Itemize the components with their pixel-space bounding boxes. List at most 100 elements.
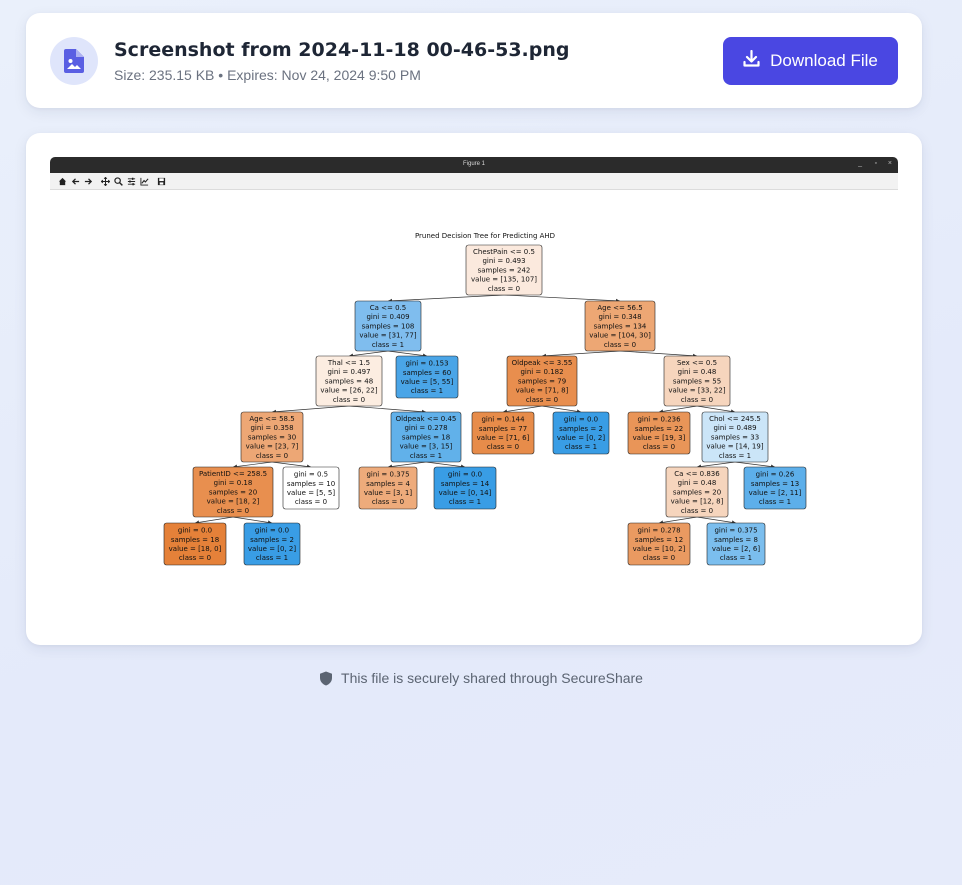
tree-node-line: class = 0 [681, 396, 713, 404]
tree-node-line: class = 0 [488, 285, 520, 293]
tree-node-line: gini = 0.497 [327, 368, 370, 376]
tree-node-line: gini = 0.0 [448, 471, 482, 479]
figure-window: Figure 1 _ ▫ × Pruned Decision Tree for … [50, 157, 898, 597]
tree-node-line: value = [71, 8] [516, 387, 569, 395]
tree-node-line: samples = 13 [751, 480, 799, 488]
tree-node-box [240, 411, 304, 463]
tree-edge [232, 516, 273, 524]
tree-node-box [315, 355, 383, 407]
tree-node-line: class = 0 [681, 507, 713, 515]
tree-edge [696, 516, 737, 524]
tree-node-line: ChestPain <= 0.5 [473, 248, 535, 256]
figure-titlebar: Figure 1 _ ▫ × [50, 157, 898, 173]
shield-icon [320, 671, 333, 685]
tree-node-line: class = 0 [643, 443, 675, 451]
tree-node-line: gini = 0.48 [678, 368, 717, 376]
tree-node-box [282, 466, 340, 510]
tree-node-line: gini = 0.0 [178, 527, 212, 535]
close-icon[interactable]: × [887, 160, 892, 167]
tree-node-box [465, 244, 543, 296]
tree-edge [425, 461, 466, 468]
tree-node-box [433, 466, 497, 510]
tree-node-line: class = 1 [256, 554, 288, 562]
figure-toolbar [50, 173, 898, 190]
tree-node-box [163, 522, 227, 566]
tree-node-line: samples = 77 [479, 425, 527, 433]
tree-node-line: samples = 242 [478, 266, 531, 274]
tree-node-line: samples = 22 [635, 425, 683, 433]
configure-subplots-icon[interactable] [127, 177, 136, 186]
pan-icon[interactable] [101, 176, 110, 186]
tree-node-line: class = 0 [487, 443, 519, 451]
tree-node-line: Oldpeak <= 0.45 [396, 415, 457, 423]
tree-node-line: class = 0 [217, 507, 249, 515]
tree-node-line: samples = 30 [248, 433, 296, 441]
tree-edge [502, 405, 543, 413]
download-button[interactable]: Download File [723, 37, 898, 85]
tree-node-line: class = 1 [410, 452, 442, 460]
tree-node-line: class = 1 [372, 341, 404, 349]
tree-edge [387, 294, 505, 302]
minimize-icon[interactable]: _ [858, 160, 862, 167]
tree-node-line: value = [71, 6] [477, 434, 530, 442]
tree-node-line: class = 1 [449, 498, 481, 506]
tree-node-line: gini = 0.153 [405, 360, 448, 368]
tree-node-line: value = [31, 77] [359, 332, 416, 340]
tree-edge [348, 405, 427, 413]
image-file-icon [50, 37, 98, 85]
tree-node-line: class = 0 [526, 396, 558, 404]
tree-node-line: gini = 0.0 [564, 416, 598, 424]
tree-edge [696, 461, 736, 468]
tree-node-line: value = [19, 3] [633, 434, 686, 442]
tree-node-box [706, 522, 766, 566]
download-icon [743, 49, 760, 72]
tree-node-line: value = [18, 2] [207, 498, 260, 506]
tree-node-line: class = 0 [256, 452, 288, 460]
tree-node-line: value = [3, 15] [400, 443, 453, 451]
tree-node-box [395, 355, 459, 399]
tree-node-line: Chol <= 245.5 [709, 415, 761, 423]
maximize-icon[interactable]: ▫ [874, 160, 877, 167]
tree-node-line: samples = 8 [714, 536, 758, 544]
tree-node-line: value = [14, 19] [706, 443, 763, 451]
forward-arrow-icon[interactable] [84, 177, 93, 186]
tree-node-line: samples = 60 [403, 369, 451, 377]
edit-axis-icon[interactable] [140, 177, 149, 186]
tree-node-line: Ca <= 0.836 [674, 470, 720, 478]
download-button-label: Download File [770, 51, 878, 70]
back-arrow-icon[interactable] [71, 177, 80, 186]
tree-node-line: value = [12, 8] [671, 498, 724, 506]
save-icon[interactable] [157, 177, 166, 186]
tree-node-line: class = 0 [179, 554, 211, 562]
tree-node-line: class = 0 [604, 341, 636, 349]
tree-node-line: value = [23, 7] [246, 443, 299, 451]
home-icon[interactable] [58, 177, 67, 186]
tree-node-line: value = [135, 107] [471, 276, 537, 284]
tree-node-line: gini = 0.236 [637, 416, 681, 424]
tree-edge [503, 294, 621, 302]
tree-node-line: gini = 0.358 [250, 424, 293, 432]
zoom-icon[interactable] [114, 176, 123, 186]
tree-edge [232, 461, 273, 468]
tree-node-line: gini = 0.48 [678, 479, 717, 487]
tree-node-box [506, 355, 578, 407]
tree-node-box [665, 466, 729, 518]
file-name: Screenshot from 2024-11-18 00-46-53.png [114, 39, 570, 61]
tree-node-line: class = 1 [720, 554, 752, 562]
tree-edge [271, 461, 312, 468]
tree-node-box [192, 466, 274, 518]
tree-node-line: samples = 2 [250, 536, 294, 544]
tree-node-box [627, 522, 691, 566]
tree-node-line: class = 1 [411, 387, 443, 395]
tree-node-line: gini = 0.0 [255, 527, 289, 535]
tree-node-line: gini = 0.493 [482, 257, 525, 265]
tree-node-line: Ca <= 0.5 [370, 304, 407, 312]
tree-node-line: class = 0 [333, 396, 365, 404]
